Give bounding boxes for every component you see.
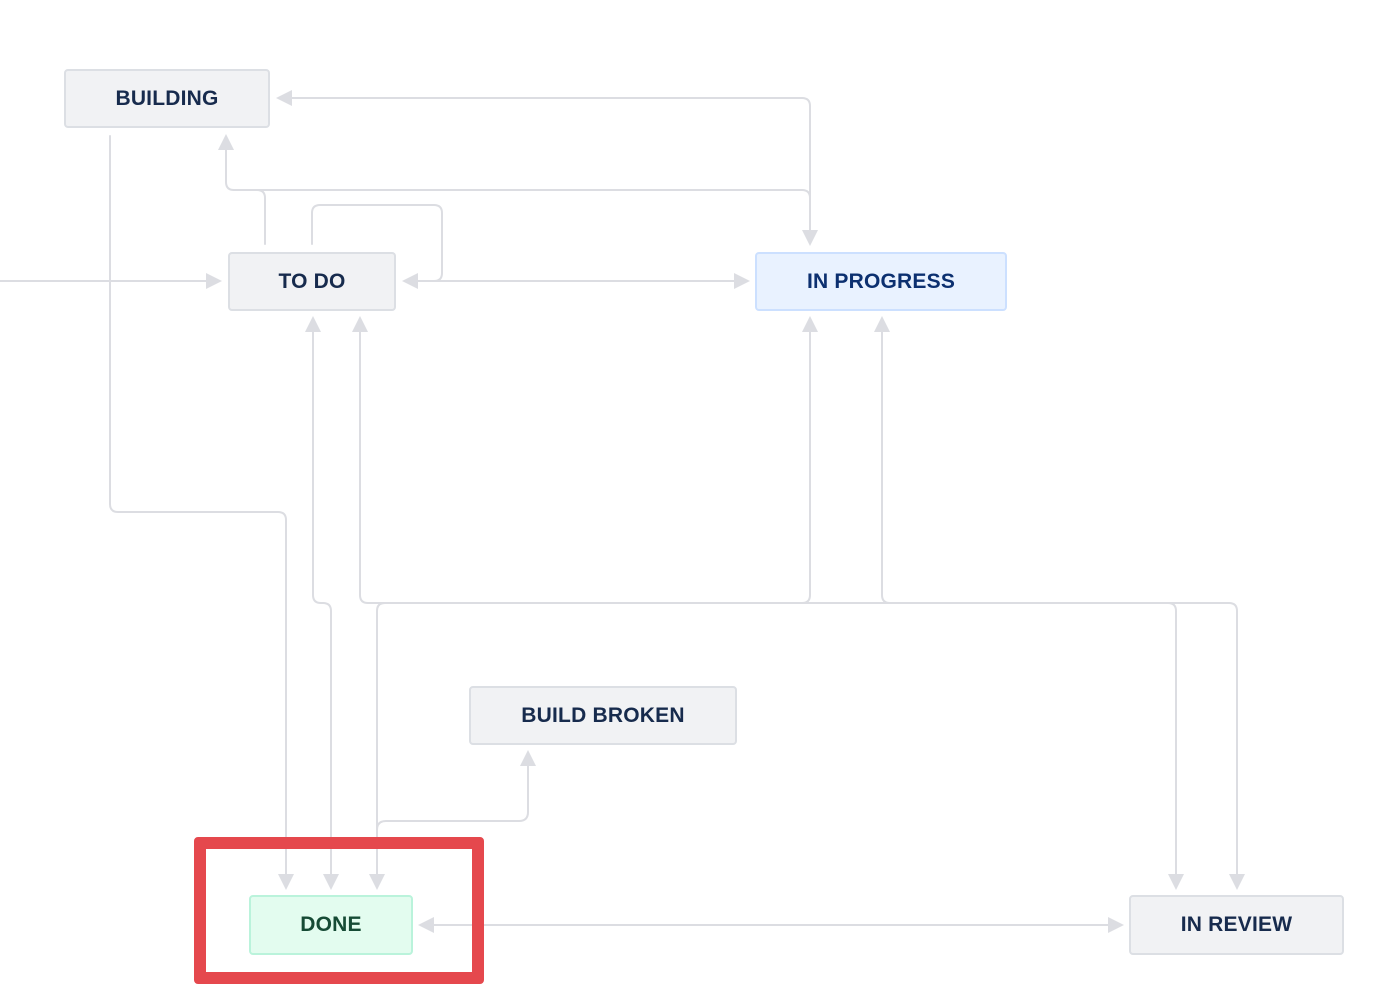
status-building-label: BUILDING	[115, 86, 219, 110]
status-build-broken[interactable]: BUILD BROKEN	[469, 686, 737, 745]
status-in-review-label: IN REVIEW	[1180, 913, 1293, 936]
arrowhead-into-inreview-top-a	[1168, 874, 1184, 890]
arrowhead-into-inreview-top-b	[1229, 874, 1245, 890]
status-in-progress[interactable]: IN PROGRESS	[755, 252, 1007, 311]
arrowhead-into-inprogress-top	[802, 230, 818, 246]
status-todo-label: TO DO	[278, 269, 346, 293]
arrowhead-into-inprogress-left	[734, 273, 750, 289]
arrowhead-into-inprogress-bottom-a	[802, 316, 818, 332]
arrowhead-into-inprogress-bottom-b	[874, 316, 890, 332]
arrowhead-into-todo-right	[402, 273, 418, 289]
arrowhead-into-done-top-a	[278, 874, 294, 890]
transition-done-to-buildbroken[interactable]	[376, 763, 529, 831]
status-in-progress-label: IN PROGRESS	[806, 269, 956, 293]
arrowhead-into-todo-left	[206, 273, 222, 289]
arrowhead-into-done-right	[418, 917, 434, 933]
transition-building-to-done[interactable]	[109, 135, 287, 877]
arrowhead-into-building-bottom	[218, 134, 234, 150]
arrowhead-into-buildbroken-bottom	[520, 750, 536, 766]
transition-mid-bus[interactable]	[359, 329, 811, 604]
status-building[interactable]: BUILDING	[64, 69, 270, 128]
transition-to-done-from-bus[interactable]	[376, 602, 386, 877]
arrowhead-into-building-right	[276, 90, 292, 106]
transition-lines	[0, 97, 1238, 926]
transition-building-to-inprogress[interactable]	[233, 189, 811, 199]
transition-inprogress-to-building[interactable]	[283, 97, 811, 233]
transition-arrowheads	[206, 90, 1245, 933]
status-todo[interactable]: TO DO	[228, 252, 396, 311]
status-done-label: DONE	[300, 913, 362, 936]
arrowhead-into-todo-bottom-a	[305, 316, 321, 332]
status-done[interactable]: DONE	[249, 895, 413, 955]
arrowhead-into-todo-bottom-b	[352, 316, 368, 332]
arrowhead-into-done-top-c	[369, 874, 385, 890]
arrowhead-into-inreview-left	[1108, 917, 1124, 933]
transition-done-to-todo-a[interactable]	[312, 329, 332, 877]
transition-todo-self-loop[interactable]	[311, 204, 443, 282]
status-build-broken-label: BUILD BROKEN	[521, 703, 685, 727]
arrowhead-into-done-top-b	[323, 874, 339, 890]
transition-to-inreview-a[interactable]	[801, 602, 1177, 877]
transition-todo-to-building[interactable]	[225, 145, 266, 245]
status-in-review[interactable]: IN REVIEW	[1129, 895, 1344, 955]
